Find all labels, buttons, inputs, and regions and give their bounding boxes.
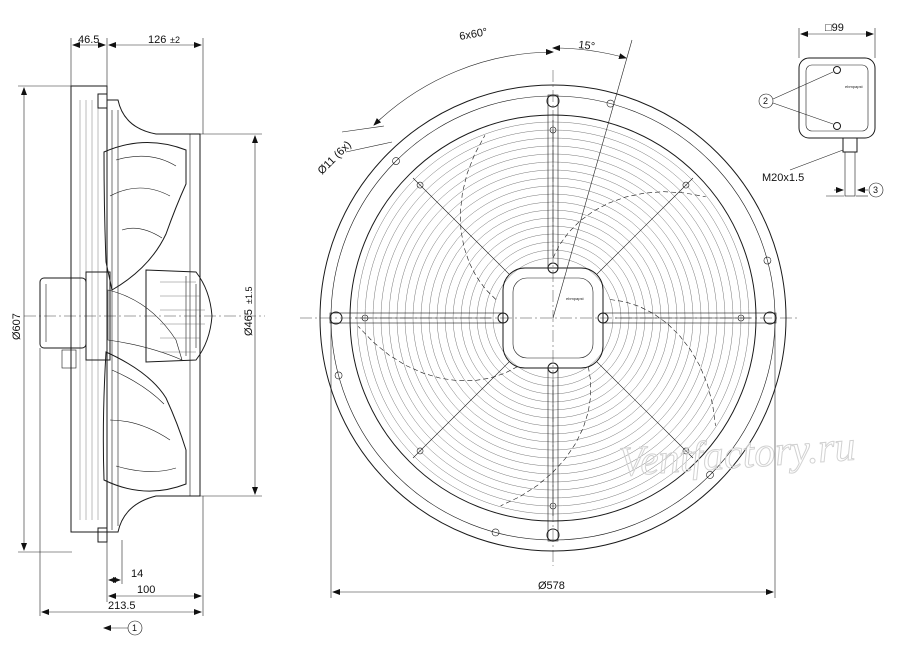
terminal-brand-label: ebmpapst — [845, 84, 863, 89]
flange-hole-icon — [334, 371, 343, 380]
dim-bolt-circle: Ø578 — [538, 580, 565, 592]
strut-end-icon — [549, 502, 557, 510]
dim-flange-offset: 46.5 — [78, 34, 99, 46]
dim-venturi-diameter: Ø465 — [243, 309, 255, 336]
flange-hole-icon — [706, 471, 714, 479]
lid-screw-top-icon — [833, 66, 841, 74]
terminal-box-outline — [798, 57, 876, 139]
cable-gland-side — [61, 349, 77, 369]
cable-gland-thread — [844, 151, 856, 197]
blade-middle — [107, 289, 183, 361]
guard-strut — [596, 177, 694, 275]
dim-14: 14 — [131, 568, 143, 580]
blade-edge — [357, 326, 518, 382]
strut-end-icon — [549, 126, 557, 134]
blade-lower — [102, 351, 187, 492]
support-bolt-left-icon — [329, 311, 343, 325]
flange-hole-icon — [392, 157, 400, 165]
guard-grille-struts — [355, 120, 751, 516]
motor-hub-inner — [512, 277, 594, 359]
dim-angle-offset: 15° — [578, 39, 596, 53]
dim-holes: Ø11 (6x) — [316, 139, 354, 177]
guard-strut — [596, 361, 694, 459]
callout-2: 2 — [763, 96, 768, 106]
dim-100: 100 — [137, 584, 155, 596]
strut-end-icon — [682, 447, 690, 455]
cable-gland — [842, 137, 858, 153]
blade-edge — [552, 191, 706, 259]
dim-box-size: □99 — [825, 22, 844, 34]
motor-brand-label: ebmpapst — [566, 296, 584, 301]
lid-screw-bottom-icon — [833, 122, 841, 130]
watermark: Ventfactory.ru — [617, 424, 856, 486]
side-view-dimensions: 46.5 126 ±2 Ø607 Ø465 ±1.5 14 100 213.5 … — [11, 34, 262, 636]
dim-depth: 126 — [148, 34, 166, 46]
strut-end-icon — [416, 181, 424, 189]
motor-rotor — [145, 269, 213, 363]
dim-depth-tolerance: ±2 — [170, 35, 180, 45]
strut-end-icon — [682, 181, 690, 189]
blade-edge — [460, 135, 497, 300]
flange-bolt-top — [97, 93, 108, 109]
mounting-flange — [70, 85, 108, 533]
callout-3: 3 — [873, 185, 878, 195]
blade-edge — [500, 366, 592, 507]
angle-pattern-arc — [373, 49, 554, 126]
strut-end-icon — [361, 314, 369, 322]
dim-overall-diameter: Ø607 — [11, 313, 23, 340]
strut-end-icon — [416, 447, 424, 455]
flange-hole-icon — [491, 528, 500, 537]
side-view — [24, 85, 265, 543]
dim-213-5: 213.5 — [108, 600, 136, 612]
flange-bolt-bottom — [97, 527, 108, 543]
strut-end-icon — [737, 314, 745, 322]
guard-strut — [412, 361, 510, 459]
guard-grille-side — [111, 110, 119, 530]
callout-2-circle — [758, 93, 774, 109]
blade-edge — [610, 299, 716, 426]
front-view: ebmpapst — [300, 70, 800, 566]
callout-3-circle — [868, 182, 884, 198]
support-bolt-right-icon — [763, 311, 777, 325]
terminal-box-view: ebmpapst □99 2 M20x1.5 3 — [758, 22, 884, 198]
callout-1: 1 — [132, 623, 137, 633]
blade-upper — [103, 142, 187, 291]
flange-hole-icon — [763, 256, 772, 265]
dim-angle-pattern: 6x60° — [458, 26, 488, 43]
support-bolt-bottom-icon — [546, 528, 560, 542]
front-view-dimensions: 6x60° 15° Ø11 (6x) Ø578 — [316, 26, 776, 598]
dim-venturi-tolerance: ±1.5 — [244, 287, 254, 304]
angle-offset-arc — [552, 44, 627, 60]
flange-mounting-holes — [334, 99, 772, 537]
impeller-blades — [357, 135, 716, 507]
terminal-box-side — [39, 277, 87, 349]
thread-label: M20x1.5 — [762, 172, 804, 184]
callout-1-circle — [127, 620, 143, 636]
terminal-box-lid — [805, 64, 869, 132]
